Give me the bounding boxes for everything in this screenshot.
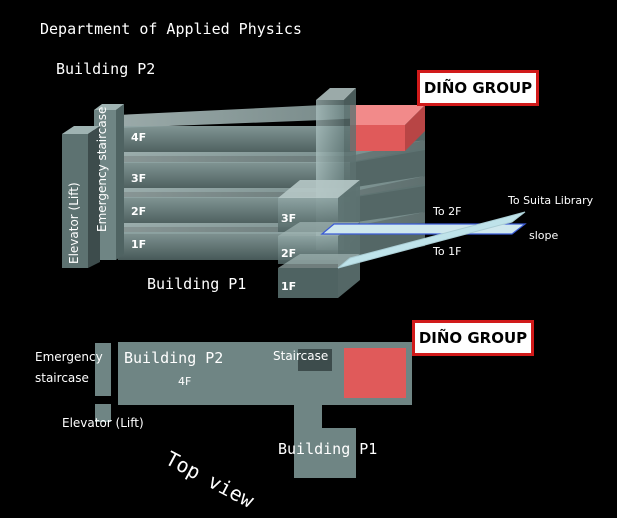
p1-floor-label-2f: 2F bbox=[281, 247, 297, 260]
top-floor-label: 4F bbox=[178, 375, 192, 388]
top-staircase-label: Staircase bbox=[273, 349, 329, 363]
p1-side bbox=[338, 180, 360, 298]
building-p2-label: Building P2 bbox=[56, 60, 156, 78]
to-1f-label: To 1F bbox=[433, 245, 462, 258]
p2-floor-4f bbox=[118, 126, 350, 156]
p1-1f-top bbox=[278, 254, 360, 268]
top-building-p1 bbox=[294, 428, 356, 478]
connecting-ramps bbox=[320, 211, 527, 269]
top-emergency-staircase bbox=[95, 343, 111, 396]
p1-floor-label-1f: 1F bbox=[281, 280, 297, 293]
elevator-3d-side bbox=[88, 126, 100, 268]
top-building-p1-neck bbox=[294, 400, 322, 430]
top-elevator bbox=[95, 404, 111, 422]
p1-floor-1f bbox=[278, 268, 338, 298]
dino-lab-top bbox=[350, 105, 425, 125]
dino-lab-side bbox=[405, 105, 425, 151]
slope-label: slope bbox=[529, 229, 559, 242]
p2-floor-3f-side bbox=[350, 148, 425, 192]
elevator-label: Elevator (Lift) bbox=[67, 182, 81, 264]
to-library-label: To Suita Library bbox=[508, 194, 594, 207]
top-staircase bbox=[298, 349, 332, 371]
top-emergency-label-1: Emergency bbox=[35, 350, 103, 364]
elevator-3d-top bbox=[62, 126, 100, 134]
p2-floor-label-1f: 1F bbox=[131, 238, 147, 251]
p2-floor-label-4f: 4F bbox=[131, 131, 147, 144]
elevator-3d bbox=[62, 134, 88, 268]
building-p1-3d bbox=[278, 180, 360, 298]
top-building-p1-label: Building P1 bbox=[278, 440, 378, 458]
top-dino-group-label: DIÑO GROUP bbox=[412, 320, 534, 356]
ramp-to-1f bbox=[337, 211, 526, 269]
dino-group-label: DIÑO GROUP bbox=[417, 70, 539, 106]
top-view bbox=[95, 342, 412, 478]
p2-floor-label-2f: 2F bbox=[131, 205, 147, 218]
to-2f-label: To 2F bbox=[433, 205, 462, 218]
p2-floor-2f-side bbox=[350, 184, 425, 227]
top-dino-lab bbox=[344, 348, 406, 398]
top-elevator-label: Elevator (Lift) bbox=[62, 416, 144, 430]
emergency-staircase-label: Emergency staircase bbox=[95, 106, 109, 232]
top-emergency-label-2: staircase bbox=[35, 371, 89, 385]
p2-floor-label-3f: 3F bbox=[131, 172, 147, 185]
top-building-p2-label: Building P2 bbox=[124, 349, 224, 367]
dino-lab-front bbox=[350, 125, 405, 151]
emergency-staircase-3d-side bbox=[116, 104, 124, 260]
building-p1-label: Building P1 bbox=[147, 275, 247, 293]
p1-floor-label-3f: 3F bbox=[281, 212, 297, 225]
page-title: Department of Applied Physics bbox=[40, 20, 302, 38]
emergency-staircase-3d-top bbox=[94, 104, 124, 110]
stair-tower-top bbox=[316, 88, 356, 100]
p1-top bbox=[278, 180, 360, 198]
building-p2-3d bbox=[62, 88, 425, 268]
